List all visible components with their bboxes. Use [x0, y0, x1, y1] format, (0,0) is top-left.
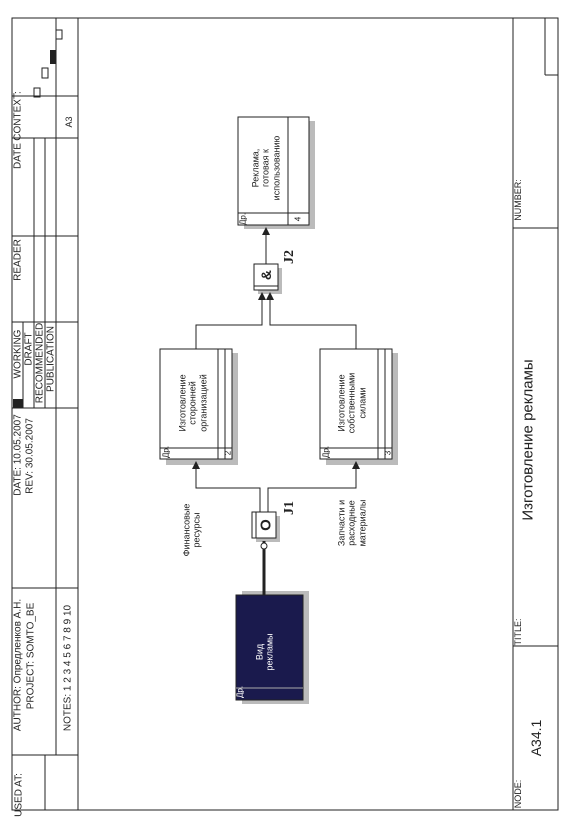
arrow-j1-to-box2 [192, 461, 261, 512]
box4-dr: Др. [238, 212, 248, 226]
box-izgotovlenie-sobstvennymi[interactable] [319, 348, 393, 460]
junction-j2-symbol: & [257, 269, 274, 281]
junction-j1-symbol: O [257, 519, 275, 531]
date-label: DATE [12, 143, 24, 169]
box-vid-reklamy-dr: Др. [235, 685, 245, 699]
project-field: PROJECT: SOMTO_BE [25, 602, 37, 710]
box-vid-reklamy[interactable] [235, 594, 304, 701]
box-reklama-gotovaya[interactable] [237, 116, 310, 226]
status-publication: PUBLICATION [45, 326, 57, 392]
arrow-label-materials: Запчасти и расходные материалы [336, 499, 368, 547]
notes-field: NOTES: 1 2 3 4 5 6 7 8 9 10 [62, 604, 74, 732]
diagram-title: Изготовление рекламы [519, 359, 537, 521]
sheet-size: A3 [63, 116, 74, 128]
context-thumbnail-icon [55, 29, 63, 40]
status-working: WORKING [12, 329, 24, 379]
box-vid-reklamy-label: Вид рекламы [254, 633, 275, 671]
context-label: CONTEXT: [12, 91, 24, 141]
arrow-j1-to-box3 [267, 461, 360, 512]
reader-label: READER [12, 239, 24, 281]
arrow-box2-to-j2 [195, 292, 266, 349]
arrow-box3-to-j2 [266, 292, 357, 349]
junction-j2-label: J2 [281, 250, 297, 264]
status-recommended: RECOMMENDED [34, 322, 46, 404]
junction-j1-label: J1 [281, 501, 297, 515]
box3-number: 3 [383, 450, 393, 456]
box4-label: Реклама, готовая к использованию [250, 135, 282, 201]
sheet-border [11, 17, 559, 811]
rev-field: REV: 30.05.2007 [24, 418, 36, 494]
box3-dr: Др. [321, 445, 331, 459]
date-field: DATE: 10.05.2007 [12, 414, 24, 496]
arrow-label-finance: Финансовые ресурсы [181, 503, 202, 557]
status-draft: DRAFT [23, 332, 35, 366]
box4-number: 4 [293, 216, 303, 222]
box3-label: Изготовление собственными силами [336, 372, 368, 434]
node-label: NODE: [512, 779, 523, 809]
author-field: AUTHOR: Опредленков А.Н. [12, 598, 24, 732]
box2-number: 2 [223, 450, 233, 456]
box2-label: Изготовление сторонней организацией [177, 374, 209, 432]
box-izgotovlenie-storonney[interactable] [159, 348, 233, 460]
used-at-label: USED AT: [13, 773, 25, 817]
number-label: NUMBER: [512, 179, 523, 221]
node-value: A34.1 [527, 719, 544, 757]
title-label: TITLE: [512, 618, 523, 646]
box2-dr: Др. [161, 445, 171, 459]
